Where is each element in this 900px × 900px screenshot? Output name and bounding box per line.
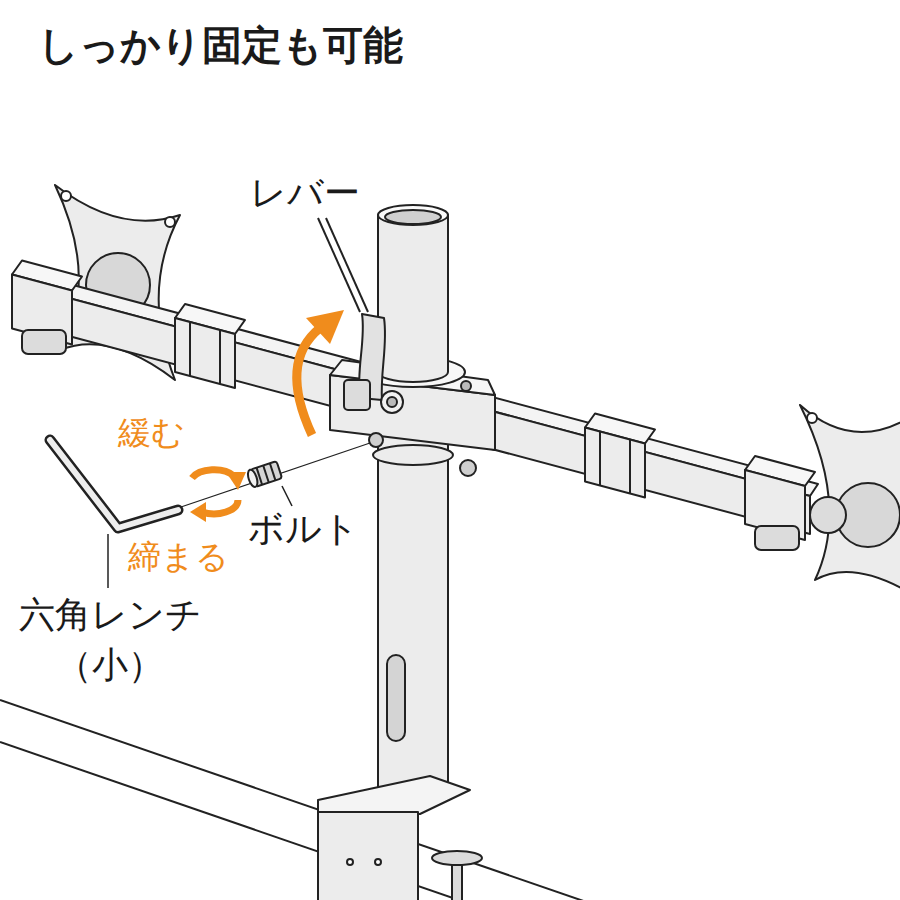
part-label: レバー	[250, 172, 360, 213]
direction-label: 緩む	[118, 414, 185, 452]
tool-label: 六角レンチ （小）	[10, 590, 210, 691]
title: しっかり固定も可能	[38, 22, 403, 68]
part-label: ボルト	[248, 508, 359, 549]
direction-label: 締まる	[128, 538, 229, 576]
